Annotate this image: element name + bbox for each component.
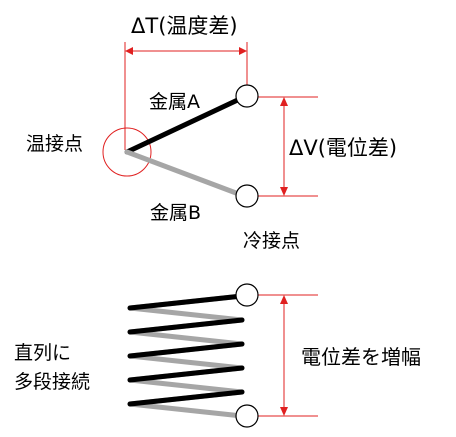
delta-t-dimension xyxy=(124,42,248,150)
metal-a-wire xyxy=(124,94,247,155)
series-label-line1: 直列に xyxy=(14,342,71,364)
delta-t-arrowhead-right xyxy=(239,47,247,55)
delta-v-label: ΔV(電位差) xyxy=(289,136,397,160)
series-thermopile xyxy=(127,293,245,419)
amplify-label: 電位差を増幅 xyxy=(301,345,421,369)
delta-v-dimension xyxy=(258,96,318,197)
hot-junction-marker xyxy=(102,127,152,177)
terminal-top xyxy=(235,283,259,307)
thermopile-black-segment-3 xyxy=(127,341,245,359)
delta-v-arrowhead-bottom xyxy=(280,187,288,196)
metal-b-wire xyxy=(124,149,247,199)
metal-a-label: 金属A xyxy=(149,91,200,113)
delta-t-label: ΔT(温度差) xyxy=(131,14,238,38)
terminal-b xyxy=(235,184,259,208)
amplified-voltage-dimension xyxy=(258,294,318,417)
amp-arrowhead-top xyxy=(280,295,288,304)
thermopile-black-segment-2 xyxy=(127,317,245,335)
thermopile-black-segment-1 xyxy=(127,293,245,311)
hot-junction-label: 温接点 xyxy=(26,133,83,155)
delta-t-arrowhead-left xyxy=(125,47,133,55)
amp-arrowhead-bottom xyxy=(280,407,288,416)
cold-junction-label: 冷接点 xyxy=(243,230,300,252)
thermopile-black-segment-5 xyxy=(127,389,245,407)
delta-v-arrowhead-top xyxy=(280,97,288,106)
series-label-line2: 多段接続 xyxy=(14,371,90,393)
metal-b-label: 金属B xyxy=(150,202,201,224)
thermopile-black-segment-4 xyxy=(127,365,245,383)
terminal-bottom xyxy=(235,404,259,428)
terminal-a xyxy=(235,84,259,108)
